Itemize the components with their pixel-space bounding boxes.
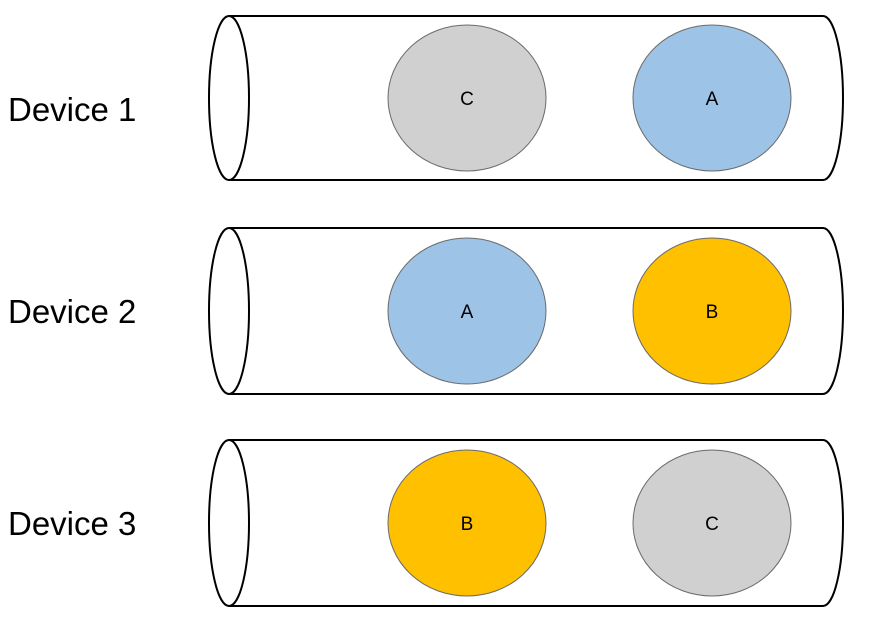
tube-body xyxy=(229,227,844,395)
device-label: Device 1 xyxy=(8,91,136,128)
ball-circle xyxy=(632,24,792,172)
tube-opening xyxy=(208,15,250,181)
ball-1: B xyxy=(387,449,547,597)
tube-body xyxy=(229,439,844,607)
device-label: Device 3 xyxy=(8,505,136,542)
ball-circle xyxy=(632,237,792,385)
device-label: Device 2 xyxy=(8,293,136,330)
ball-label: C xyxy=(460,89,474,110)
tube-opening xyxy=(208,439,250,607)
ball-label: B xyxy=(461,514,474,535)
ball-label: C xyxy=(705,514,719,535)
ball-2: A xyxy=(632,24,792,172)
ball-label: B xyxy=(706,302,719,323)
ball-label: A xyxy=(461,302,474,323)
tube-opening xyxy=(208,227,250,395)
ball-circle xyxy=(387,24,547,172)
ball-2: B xyxy=(632,237,792,385)
ball-1: A xyxy=(387,237,547,385)
device-row-3: Device 3 B C xyxy=(8,439,844,607)
device-row-1: Device 1 C A xyxy=(8,15,844,181)
device-tube xyxy=(208,227,844,395)
ball-circle xyxy=(387,237,547,385)
device-tube xyxy=(208,15,844,181)
ball-label: A xyxy=(706,89,719,110)
ball-2: C xyxy=(632,449,792,597)
ball-circle xyxy=(632,449,792,597)
ball-1: C xyxy=(387,24,547,172)
tube-body xyxy=(229,15,844,181)
ball-circle xyxy=(387,449,547,597)
device-tube xyxy=(208,439,844,607)
device-row-2: Device 2 A B xyxy=(8,227,844,395)
